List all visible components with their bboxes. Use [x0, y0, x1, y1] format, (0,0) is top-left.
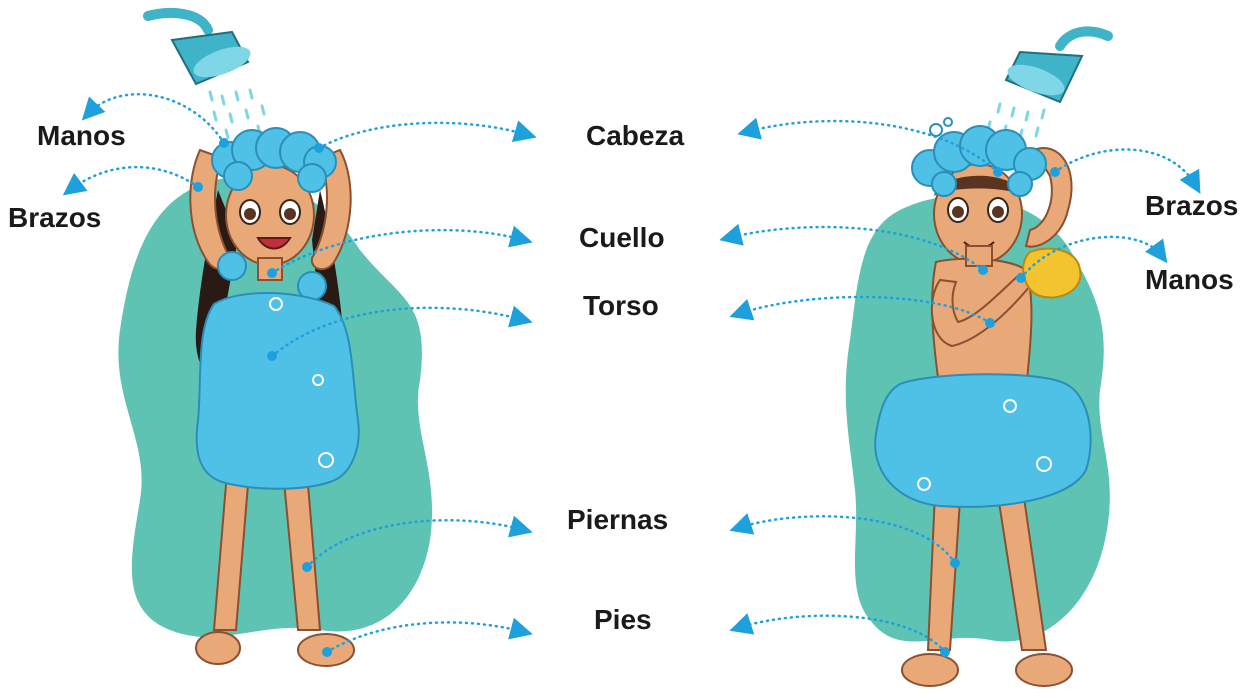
- label-boy-hands: Manos: [1145, 264, 1234, 295]
- girl-arrow-hands: [81, 93, 226, 145]
- girl-arrow-torso: [270, 305, 533, 358]
- label-legs: Piernas: [567, 504, 669, 535]
- girl-arrow-head: [317, 120, 537, 150]
- label-girl-arms: Brazos: [8, 202, 102, 233]
- boy-foam-bubbles: [917, 399, 1052, 491]
- boy-shower-head: [1004, 26, 1113, 104]
- girl-foam-bubbles: [269, 297, 334, 468]
- boy-legs: [901, 469, 1073, 687]
- label-feet: Pies: [594, 604, 652, 635]
- girl-figure: [62, 7, 537, 667]
- boy-arrow-neck: [719, 223, 985, 272]
- label-boy-arms: Brazos: [1145, 190, 1239, 221]
- girl-arrow-neck: [270, 225, 533, 275]
- label-neck: Cuello: [579, 222, 665, 253]
- boy-arrow-head: [737, 117, 1000, 174]
- girl-arms: [189, 148, 352, 271]
- boy-figure: [719, 26, 1201, 687]
- girl-arrow-legs: [305, 515, 533, 569]
- girl-face: [225, 164, 315, 266]
- boy-head-foam: [911, 125, 1047, 197]
- girl-shower-head: [143, 7, 251, 86]
- boy-body-foam: [874, 373, 1092, 508]
- girl-arrow-arms: [62, 165, 200, 196]
- boy-arrow-legs: [729, 513, 957, 565]
- sponge: [1022, 247, 1082, 299]
- boy-arm-raised: [1024, 147, 1073, 248]
- label-torso: Torso: [583, 290, 659, 321]
- boy-arrow-torso: [729, 295, 992, 325]
- boy-arrow-arms: [1053, 148, 1201, 194]
- label-head: Cabeza: [586, 120, 685, 151]
- boy-arrows: [719, 117, 1201, 654]
- boy-arrow-feet: [729, 613, 947, 654]
- boy-arrow-hands: [1019, 235, 1168, 280]
- girl-arrow-feet: [325, 617, 533, 654]
- girl-arrows: [62, 93, 537, 654]
- girl-body-foam: [195, 292, 360, 490]
- label-girl-hands: Manos: [37, 120, 126, 151]
- girl-legs: [195, 459, 355, 667]
